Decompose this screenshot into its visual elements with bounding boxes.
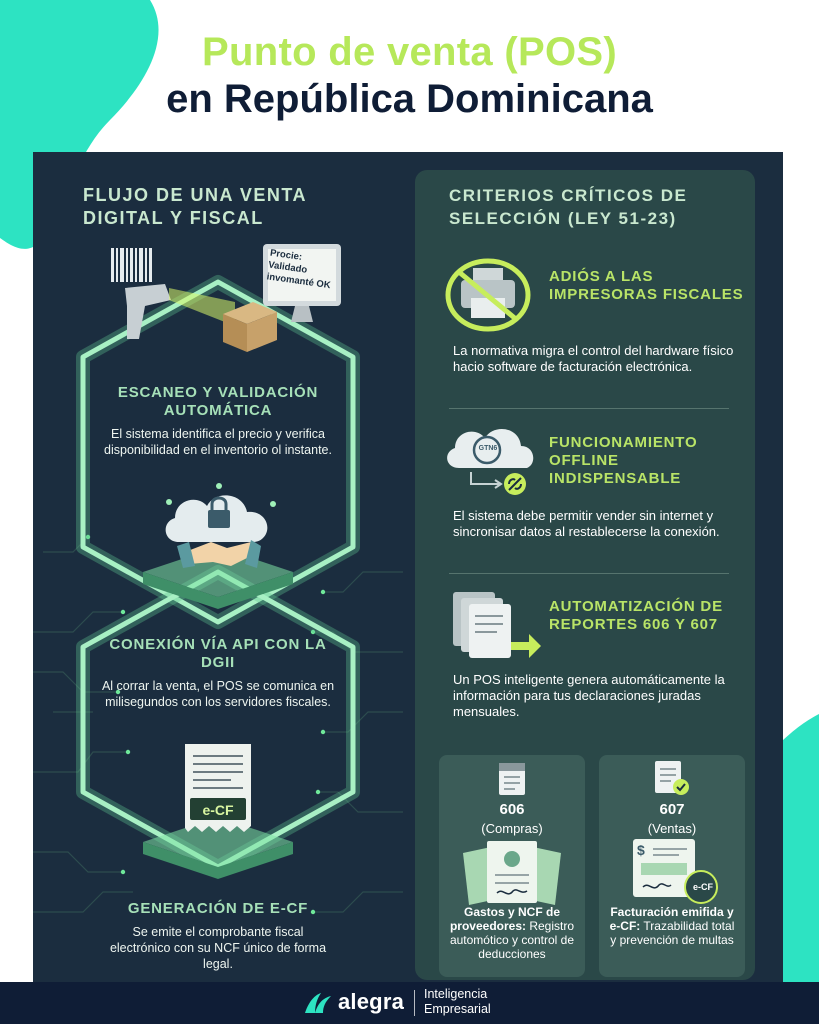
document-check-icon <box>655 761 689 795</box>
receipt-ecf-label: e-CF <box>202 802 234 818</box>
page-header: Punto de venta (POS) en República Domini… <box>0 30 819 122</box>
brand-tagline-line2: Empresarial <box>424 1002 491 1016</box>
report-card-607-desc-text: Trazabilidad total y prevención de multa… <box>610 919 735 947</box>
criterion-1-desc: La normativa migra el control del hardwa… <box>453 343 734 374</box>
footer-bar: alegra Inteligencia Empresarial <box>0 982 819 1024</box>
brand-name: alegra <box>338 989 405 1014</box>
circuit-background <box>33 275 403 915</box>
report-card-606-desc: Gastos y NCF de proveedores: Registro au… <box>439 905 585 961</box>
document-icon <box>499 763 525 795</box>
selection-criteria-panel: CRITERIOS CRÍTICOS DE SELECCIÓN (LEY 51-… <box>415 170 755 980</box>
report-card-607-label: (Ventas) <box>647 821 697 836</box>
report-card-607: 607 (Ventas) $ e-CF Facturación emifida … <box>599 755 745 977</box>
criterion-2-desc: El sistema debe permitir vender sin inte… <box>453 508 720 539</box>
report-card-606-desc-text: Registro automótico y control de deducci… <box>449 919 575 961</box>
invoice-dollar-sign: $ <box>637 842 645 858</box>
documents-icon <box>453 592 541 658</box>
report-card-606-desc-strong: Gastos y NCF de proveedores: <box>449 905 561 933</box>
invoice-ecf-icon <box>633 839 718 904</box>
barcode-scanner-icon <box>111 244 341 352</box>
report-card-606: 606 (Compras) Gastos y NCF de proveedore… <box>439 755 585 977</box>
supplier-invoices-icon <box>463 841 561 905</box>
sales-flow-column: FLUJO DE UNA VENTA DIGITAL Y FISCAL <box>33 152 403 982</box>
cloud-lock-handshake-icon <box>165 483 276 568</box>
page-title-line2: en República Dominicana <box>166 77 653 121</box>
criterion-1-title: ADIÓS A LAS IMPRESORAS FISCALES <box>549 268 744 303</box>
criteria-divider <box>449 408 729 409</box>
selection-criteria-heading: CRITERIOS CRÍTICOS DE SELECCIÓN (LEY 51-… <box>449 186 688 228</box>
step-1-title: ESCANEO Y VALIDACIÓN AUTOMÁTICA <box>117 384 319 419</box>
step-3-title: GENERACIÓN DE E-CF <box>127 900 309 917</box>
step-2-title: CONEXIÓN VÍA API CON LA DGII <box>109 636 327 671</box>
report-card-607-desc-strong: Facturación emifida y e-CF: <box>609 905 734 933</box>
criterion-2-title: FUNCIONAMIENTO OFFLINE INDISPENSABLE <box>549 434 698 487</box>
report-card-607-desc: Facturación emifida y e-CF: Trazabilidad… <box>599 905 745 947</box>
criterion-3-title: AUTOMATIZACIÓN DE REPORTES 606 Y 607 <box>549 598 723 633</box>
infographic-poster: FLUJO DE UNA VENTA DIGITAL Y FISCAL <box>33 152 783 982</box>
brand-separator <box>414 990 415 1016</box>
step-3-desc: Se emite el comprobante fiscal electróni… <box>109 925 327 971</box>
criteria-divider <box>449 573 729 574</box>
brand-tagline: Inteligencia Empresarial <box>424 987 491 1017</box>
report-card-607-number: 607 <box>659 801 685 818</box>
step-1-desc: El sistema identifica el precio y verifi… <box>104 427 332 457</box>
ecf-badge: e-CF <box>693 882 713 892</box>
report-card-606-number: 606 <box>499 801 525 818</box>
cloud-sync-icon <box>447 428 534 495</box>
no-printer-icon <box>445 258 531 332</box>
sales-flow-heading: FLUJO DE UNA VENTA DIGITAL Y FISCAL <box>83 185 307 228</box>
alegra-logo-icon <box>305 993 331 1013</box>
cloud-sync-label: GTN6 <box>478 445 498 452</box>
step-2-desc: Al corrar la venta, el POS se comunica e… <box>101 679 335 709</box>
page-title-line1: Punto de venta (POS) <box>202 30 617 74</box>
report-card-606-label: (Compras) <box>481 821 543 836</box>
criterion-3-desc: Un POS inteligente genera automáticament… <box>453 672 725 719</box>
brand-tagline-line1: Inteligencia <box>424 987 488 1001</box>
receipt-icon <box>185 744 251 832</box>
